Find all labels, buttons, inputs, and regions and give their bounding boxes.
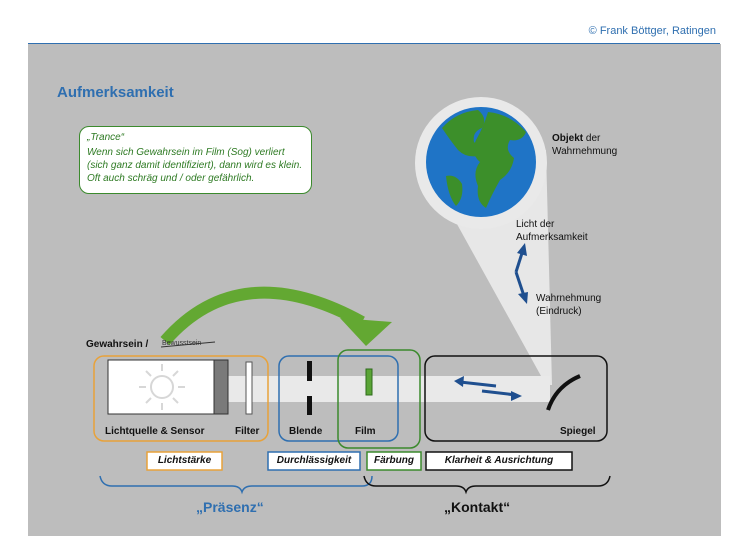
mirror-group (424, 355, 608, 442)
contact-label: „Kontakt“ (444, 499, 511, 515)
object-label-bold: Objekt (552, 133, 584, 144)
contact-brace (363, 475, 611, 495)
category-coloring: Färbung (374, 455, 414, 466)
reflection-arrows-icon (454, 376, 522, 401)
trance-text: Wenn sich Gewahrsein im Film (Sog) verli… (87, 147, 303, 184)
label-light-source: Lichtquelle & Sensor (105, 426, 205, 437)
trance-heading: „Trance“ (87, 132, 125, 143)
page-title: Aufmerksamkeit (57, 84, 174, 101)
light-source-group (93, 355, 269, 442)
category-clarity-box (425, 451, 573, 471)
light-beam (228, 376, 550, 402)
label-mirror: Spiegel (560, 426, 596, 437)
copyright-text: © Frank Böttger, Ratingen (588, 25, 716, 37)
presence-label: „Präsenz“ (196, 499, 264, 515)
object-label: Objekt der Wahrnehmung (552, 132, 652, 158)
label-filter: Filter (235, 426, 260, 437)
aperture-top (307, 361, 312, 381)
label-aperture: Blende (289, 426, 323, 437)
struck-label: Bewusstsein (162, 340, 202, 347)
awareness-label: Gewahrsein / (86, 339, 149, 350)
header-divider (28, 43, 720, 44)
category-intensity-box (146, 451, 223, 471)
sensor-plate (213, 359, 229, 415)
identification-arrow (160, 286, 365, 345)
aperture-bottom (307, 396, 312, 415)
category-clarity: Klarheit & Ausrichtung (444, 455, 554, 466)
label-film: Film (355, 426, 376, 437)
strike-line (160, 341, 216, 348)
perception-label: Wahrnehmung (Eindruck) (536, 293, 602, 317)
globe-icon (426, 107, 536, 217)
category-transparency: Durchlässigkeit (276, 455, 352, 466)
presence-brace (99, 475, 373, 495)
film-group (337, 349, 421, 449)
light-perception-arrows-icon (514, 243, 528, 304)
object-label-rest: der Wahrnehmung (552, 133, 618, 157)
sun-icon (139, 364, 185, 410)
light-label: Licht der Aufmerksamkeit (516, 219, 588, 243)
filter-plate (245, 361, 253, 415)
category-coloring-box (366, 451, 422, 471)
category-intensity: Lichtstärke (157, 455, 212, 466)
identification-arrowhead (340, 318, 392, 346)
mirror-shape (546, 374, 581, 411)
film-strip (365, 368, 373, 396)
category-transparency-box (267, 451, 361, 471)
trance-note: „Trance“ Wenn sich Gewahrsein im Film (S… (79, 126, 312, 194)
